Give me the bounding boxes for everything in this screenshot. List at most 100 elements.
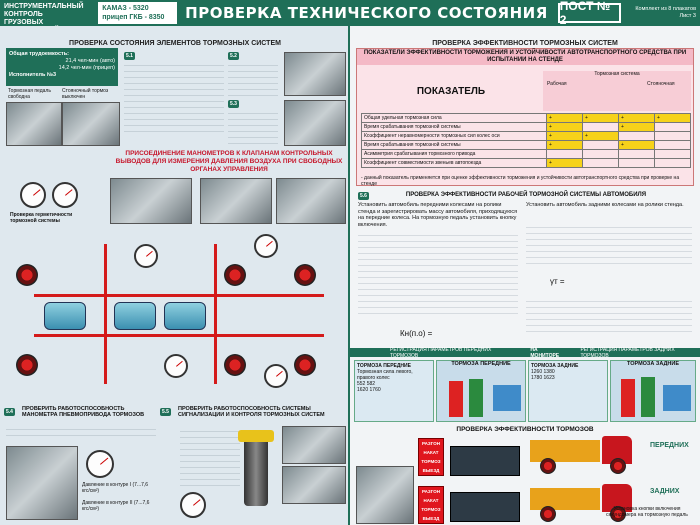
truck-rear-test (530, 484, 650, 524)
front-procedure-text: Установить автомобиль передними колесами… (358, 202, 518, 228)
rear-right-bar (641, 377, 655, 417)
chassis-scheme (14, 224, 336, 399)
table-footnote: - данный показатель применяется при оцен… (361, 175, 680, 187)
formula-k: Кн(п.о) = (400, 328, 433, 338)
step-badge-5-6: 5.6 (358, 192, 369, 200)
table-row: Время срабатывания тормозной системы++ (361, 140, 691, 150)
row-label: Общая удельная тормозная сила (361, 113, 547, 123)
header-category-line1: ИНСТРУМЕНТАЛЬНЫЙ КОНТРОЛЬ (4, 3, 84, 18)
kit-info-line1: Комплект из 8 плакатов (635, 6, 696, 12)
step-5-4-text (6, 424, 156, 440)
step-badge-5-2: 5.2 (228, 52, 239, 60)
rear-mass-value: 1780 (531, 375, 543, 381)
header-model-line1: КАМАЗ - 5320 (102, 5, 149, 12)
front-left-value: 552 (357, 381, 366, 387)
air-tank (44, 302, 86, 330)
table-row: Время срабатывания тормозной системы++ (361, 122, 691, 132)
roller-stand-front (450, 446, 520, 476)
step-badge-5-1: 5.1 (124, 52, 135, 60)
executor: Исполнитель №3 (9, 72, 57, 78)
rear-monitor-title: ТОРМОЗА ЗАДНИЕ (626, 361, 680, 367)
pressure-gauge (52, 182, 78, 208)
front-left-bar (449, 381, 463, 417)
front-monitor-title: ТОРМОЗА ПЕРЕДНИЕ (451, 361, 511, 367)
check-brakes-title: ПРОВЕРКА ЭФФЕКТИВНОСТИ ТОРМОЗОВ (456, 426, 594, 433)
step-5-2-text (228, 60, 278, 96)
page-title: ПРОВЕРКА ТЕХНИЧЕСКОГО СОСТОЯНИЯ (185, 4, 548, 22)
valve-photo (110, 178, 192, 224)
brake-chamber (16, 354, 38, 376)
pressure-gauge (164, 354, 188, 378)
row-label: Коэффициент совместимости звеньев автопо… (361, 158, 547, 168)
labor-trailer: 14,2 чел-мин (прицеп) (58, 65, 115, 71)
cab-pedal-photo (6, 102, 62, 146)
hermetic-check-label: Проверка герметичности тормозной системы (10, 212, 73, 224)
control-panel-front: РАЗГОН НАКАТ ТОРМОЗ ВЫЕЗД (418, 438, 444, 476)
panel-line: РАЗГОН (422, 489, 440, 494)
rear-monitor-screen: ТОРМОЗА ЗАДНИЕ (610, 360, 696, 422)
formula-gamma: γт = (550, 276, 565, 286)
panel-line: ВЫЕЗД (422, 516, 440, 521)
panel-line: ВЫЕЗД (422, 468, 440, 473)
valve-photo (200, 178, 272, 224)
step-5-1-text (124, 60, 224, 132)
right-column: ПРОВЕРКА ЭФФЕКТИВНОСТИ ТОРМОЗНЫХ СИСТЕМ … (350, 26, 700, 525)
col-system-label: Тормозная система (594, 71, 640, 77)
front-right-bar (469, 379, 483, 417)
front-brakes-label: ТОРМОЗА ПЕРЕДНИЕ (357, 363, 411, 369)
brake-chamber (224, 354, 246, 376)
pressure-gauge (180, 492, 206, 518)
panel-line: ТОРМОЗ (421, 507, 441, 512)
brake-chamber (294, 354, 316, 376)
row-label: Коэффициент неравномерности тормозных си… (361, 131, 547, 141)
pressure-circuit-1: Давление в контуре I (7...7,6 кгс/см²) (82, 482, 149, 494)
truck-icon (493, 385, 521, 411)
work-brake-title: ПРОВЕРКА ЭФФЕКТИВНОСТИ РАБОЧЕЙ ТОРМОЗНОЙ… (405, 192, 647, 198)
front-mass-value: 1620 (357, 387, 369, 393)
row-label: Время срабатывания тормозной системы (361, 122, 547, 132)
lever-handle (238, 430, 274, 442)
header-model: КАМАЗ - 5320 прицеп ГКБ - 8350 (98, 2, 178, 24)
button-note: Установка кнопки включения секундомера н… (606, 506, 688, 518)
header-category: ИНСТРУМЕНТАЛЬНЫЙ КОНТРОЛЬ ГРУЗОВЫХ АВТОМ… (0, 0, 96, 34)
step-badge-5-3: 5.3 (228, 100, 239, 108)
pedal-button-photo (356, 466, 414, 524)
pressure-gauge (264, 364, 288, 388)
formula-notes (526, 296, 692, 336)
table-row: Асимметрия срабатывания тормозного приво… (361, 149, 691, 159)
indicator-photo (282, 426, 346, 464)
park-off-label: Стояночный тормоз выключен (62, 88, 109, 100)
system-header: Тормозная система Рабочая Стояночная (543, 71, 691, 111)
col-park-label: Стояночная (647, 81, 675, 87)
pressure-gauge (134, 244, 158, 268)
dashboard-photo (6, 446, 78, 520)
rear-left-value: 1260 (531, 369, 543, 375)
brake-chamber (294, 264, 316, 286)
check-manometer-title: ПРОВЕРИТЬ РАБОТОСПОСОБНОСТЬ МАНОМЕТРА ПН… (22, 406, 145, 418)
kit-info: Комплект из 8 плакатов Лист 3 (621, 6, 700, 20)
valve-photo-mid (284, 100, 346, 146)
air-tank (164, 302, 206, 330)
header-bar: ИНСТРУМЕНТАЛЬНЫЙ КОНТРОЛЬ ГРУЗОВЫХ АВТОМ… (0, 0, 700, 34)
valve-photo-top (284, 52, 346, 96)
header-model-line2: прицеп ГКБ - 8350 (102, 14, 165, 21)
step-5-5-text (180, 426, 240, 486)
check-signal-title: ПРОВЕРИТЬ РАБОТОСПОСОБНОСТЬ СИСТЕМЫ СИГН… (178, 406, 325, 418)
rear-mass-value-2: 1623 (543, 375, 555, 381)
parking-lever-photo (62, 102, 120, 146)
table-row: Коэффициент неравномерности тормозных си… (361, 131, 691, 141)
indicator-photo (282, 466, 346, 504)
front-right-value: 582 (366, 381, 376, 387)
valve-photo (276, 178, 346, 224)
rear-brakes-label: ТОРМОЗА ЗАДНИЕ (531, 363, 579, 369)
panel-line: НАКАТ (423, 450, 439, 455)
front-procedure-details (358, 230, 518, 314)
truck-icon (663, 385, 691, 411)
col-work-label: Рабочая (547, 81, 567, 87)
row-label: Время срабатывания тормозной системы (361, 140, 547, 150)
roller-stand-rear (450, 492, 520, 522)
table-row: Коэффициент совместимости звеньев автопо… (361, 158, 691, 168)
post-number-badge: ПОСТ № 2 (557, 0, 622, 27)
labor-label: Общая трудоемкость: (9, 51, 69, 57)
rear-procedure-details (526, 222, 692, 266)
